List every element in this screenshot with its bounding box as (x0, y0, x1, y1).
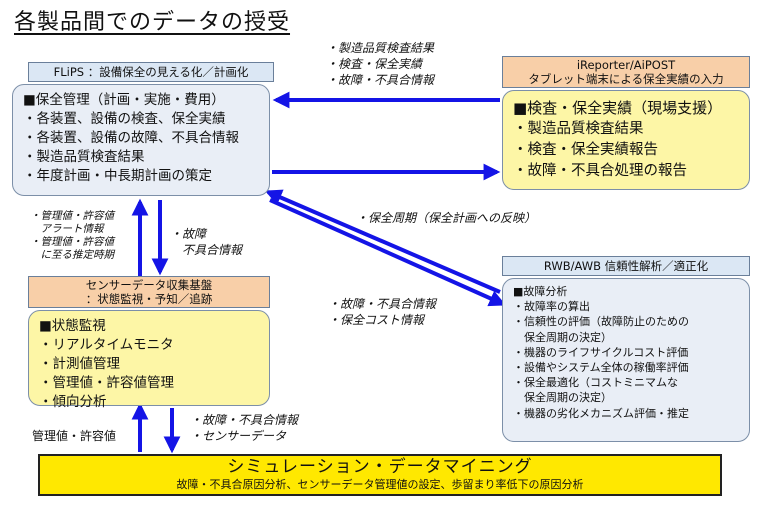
label-line: ・故障 (170, 227, 207, 241)
rwb-item: 保全周期の決定） (513, 330, 612, 344)
arrow-rwb-to-flips (264, 189, 501, 294)
label-line: ・製造品質検査結果 (326, 41, 435, 55)
label-line: ・故障・不具合情報 (328, 297, 437, 311)
label-line: ・故障・不具合情報 (190, 413, 299, 427)
rwb-item: ・設備やシステム全体の稼働率評価 (513, 361, 689, 375)
flips-item: ・各装置、設備の故障、不具合情報 (23, 130, 239, 146)
ireporter-item: ・検査・保全実績報告 (513, 142, 658, 158)
rwb-box: ■故障分析 ・故障率の算出 ・信頼性の評価（故障防止のための 保全周期の決定） … (502, 278, 750, 442)
flips-item: ・年度計画・中長期計画の策定 (23, 168, 212, 184)
label-line: 管理値・許容値 (32, 429, 117, 443)
sensor-header-line2: ：状態監視・予知／追跡 (85, 292, 213, 307)
label-line: に至る推定時期 (30, 249, 114, 261)
label-line: ・故障・不具合情報 (326, 73, 435, 87)
simulation-box: シミュレーション・データマイニング 故障・不具合原因分析、センサーデータ管理値の… (38, 454, 722, 496)
flips-head: ■保全管理（計画・実施・費用） (23, 92, 225, 108)
label-line: ・センサーデータ (190, 429, 287, 443)
sensor-item: ・リアルタイムモニタ (39, 337, 174, 353)
sensor-header-line1: センサーデータ収集基盤 (85, 278, 213, 292)
label-flips-to-sensor: ・故障 不具合情報 (170, 226, 242, 258)
flips-item: ・各装置、設備の検査、保全実績 (23, 111, 226, 127)
page-title: 各製品間でのデータの授受 (14, 10, 291, 35)
sensor-item: ・管理値・許容値管理 (39, 375, 174, 391)
ireporter-item: ・故障・不具合処理の報告 (513, 163, 687, 179)
label-line: 不具合情報 (170, 243, 243, 257)
rwb-item: ・機器の劣化メカニズム評価・推定 (513, 406, 689, 420)
label-line: アラート情報 (30, 223, 104, 235)
sensor-box: ■状態監視 ・リアルタイムモニタ ・計測値管理 ・管理値・許容値管理 ・傾向分析 (28, 310, 270, 410)
label-flips-to-rwb: ・故障・不具合情報 ・保全コスト情報 (328, 296, 436, 328)
label-line: ・保全コスト情報 (328, 313, 425, 327)
label-sensor-to-flips: ・管理値・許容値 アラート情報 ・管理値・許容値 に至る推定時期 (30, 210, 114, 262)
rwb-item: ・保全最適化（コストミニマムな (513, 376, 678, 390)
rwb-header-text: RWB/AWB 信頼性解析／適正化 (543, 259, 709, 273)
ireporter-header-line1: iReporter/AiPOST (576, 58, 676, 72)
flips-box: ■保全管理（計画・実施・費用） ・各装置、設備の検査、保全実績 ・各装置、設備の… (12, 84, 270, 196)
label-ireporter-to-flips: ・製造品質検査結果 ・検査・保全実績 ・故障・不具合情報 (326, 40, 434, 88)
ireporter-head: ■検査・保全実績（現場支援） (513, 99, 723, 117)
arrow-flips-to-rwb (269, 198, 507, 307)
rwb-item: ・信頼性の評価（故障防止のための (513, 315, 689, 329)
label-line: ・検査・保全実績 (326, 57, 423, 71)
simulation-title: シミュレーション・データマイニング (227, 457, 533, 477)
flips-header: FLiPS ：設備保全の見える化／計画化 (28, 62, 274, 82)
ireporter-header: iReporter/AiPOST タブレット端末による保全実績の入力 (502, 56, 750, 88)
simulation-subtitle: 故障・不具合原因分析、センサーデータ管理値の設定、歩留まり率低下の原因分析 (176, 478, 584, 491)
label-line: ・保全周期（保全計画への反映） (356, 211, 537, 225)
label-rwb-to-flips: ・保全周期（保全計画への反映） (356, 210, 536, 226)
sensor-head: ■状態監視 (39, 318, 106, 334)
rwb-item: 保全周期の決定） (513, 391, 612, 405)
ireporter-item: ・製造品質検査結果 (513, 121, 644, 137)
sensor-header: センサーデータ収集基盤 ：状態監視・予知／追跡 (28, 276, 270, 308)
flips-item: ・製造品質検査結果 (23, 149, 145, 165)
flips-header-text: FLiPS ：設備保全の見える化／計画化 (53, 65, 249, 79)
label-line: ・管理値・許容値 (30, 236, 114, 248)
sensor-item: ・計測値管理 (39, 356, 120, 372)
rwb-item: ・機器のライフサイクルコスト評価 (513, 345, 689, 359)
ireporter-box: ■検査・保全実績（現場支援） ・製造品質検査結果 ・検査・保全実績報告 ・故障・… (502, 90, 750, 190)
label-sensor-to-sim: ・故障・不具合情報 ・センサーデータ (190, 412, 298, 444)
rwb-head: ■故障分析 (513, 285, 568, 298)
sensor-item: ・傾向分析 (39, 394, 107, 410)
ireporter-header-line2: タブレット端末による保全実績の入力 (528, 72, 724, 87)
label-line: ・管理値・許容値 (30, 210, 114, 222)
label-sim-to-sensor: 管理値・許容値 (32, 428, 116, 444)
rwb-item: ・故障率の算出 (513, 300, 590, 314)
rwb-header: RWB/AWB 信頼性解析／適正化 (502, 256, 750, 276)
